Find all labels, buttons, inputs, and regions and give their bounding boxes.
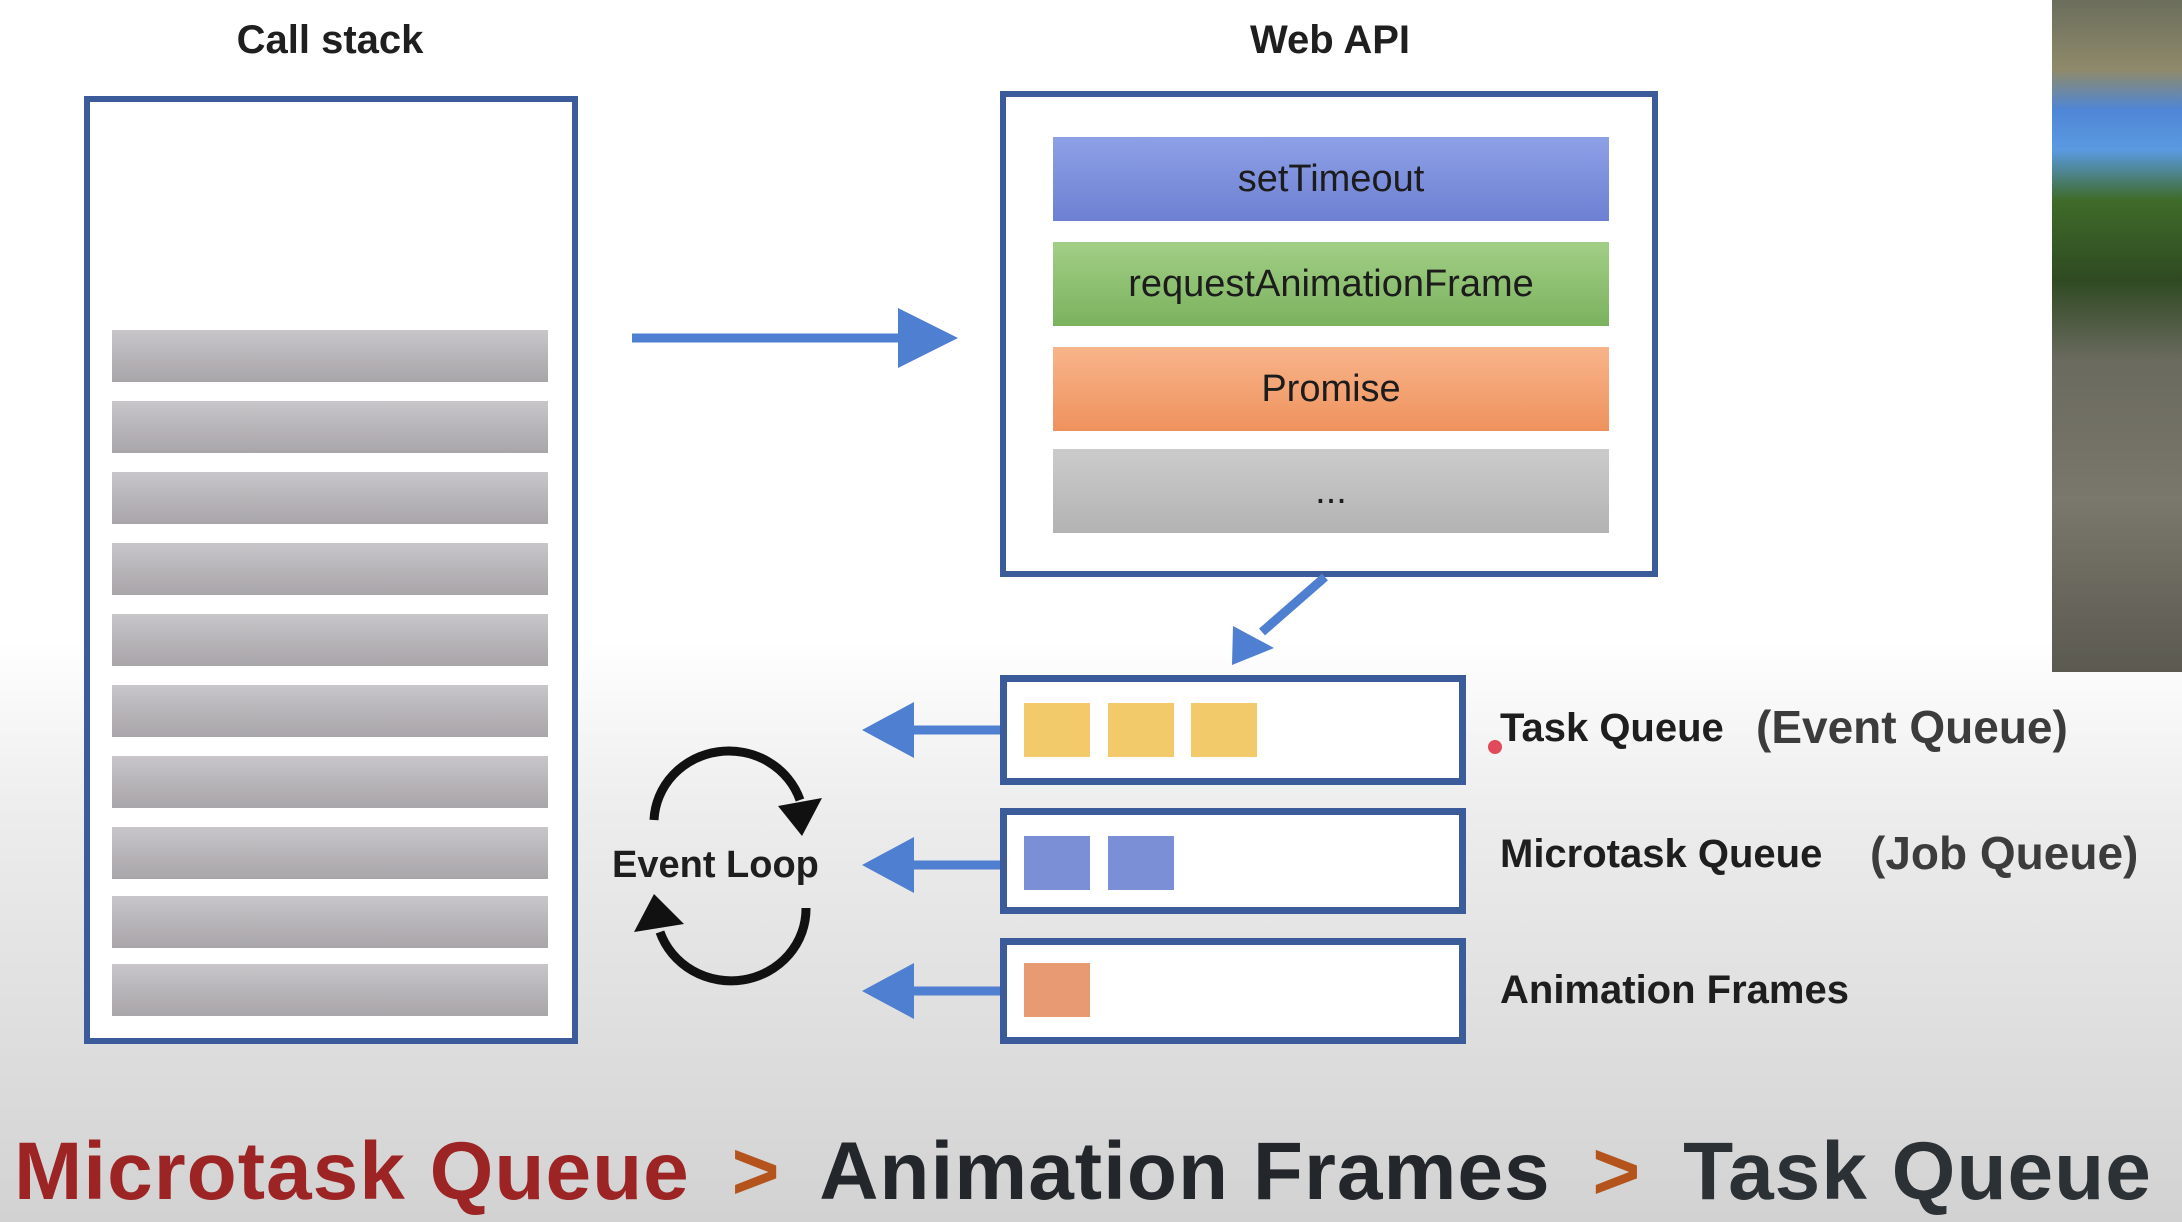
task-queue-item: [1191, 703, 1257, 757]
call-stack-frame: [112, 964, 548, 1016]
microtask-queue-label: Microtask Queue: [1500, 832, 1823, 876]
priority-separator-icon: >: [731, 1126, 781, 1217]
web-api-title: Web API: [1249, 18, 1411, 62]
call-stack-frame: [112, 756, 548, 808]
task-queue-label: Task Queue: [1500, 706, 1724, 750]
arrow-from-animation-frames-icon: [862, 963, 1000, 1019]
arrow-from-microtask-queue-icon: [862, 837, 1000, 893]
microtask-queue-item: [1024, 836, 1090, 890]
priority-line: Microtask Queue > Animation Frames > Tas…: [14, 1125, 2152, 1219]
event-loop-label: Event Loop: [612, 844, 819, 886]
web-api-item-settimeout: setTimeout: [1053, 137, 1609, 221]
priority-separator-icon: >: [1592, 1126, 1642, 1217]
web-api-item-requestanimationframe: requestAnimationFrame: [1053, 242, 1609, 326]
priority-task-queue: Task Queue: [1683, 1126, 2152, 1217]
web-api-item-more: ...: [1053, 449, 1609, 533]
web-api-item-promise: Promise: [1053, 347, 1609, 431]
call-stack-frame: [112, 472, 548, 524]
arrow-to-task-queue-icon: [1232, 573, 1328, 665]
cursor-dot-icon: [1488, 740, 1502, 754]
arrow-to-web-api-icon: [632, 308, 958, 368]
call-stack-title: Call stack: [236, 18, 424, 62]
call-stack-frame: [112, 401, 548, 453]
animation-frames-label: Animation Frames: [1500, 968, 1849, 1012]
priority-animation-frames: Animation Frames: [819, 1126, 1551, 1217]
microtask-queue-item: [1108, 836, 1174, 890]
side-video-thumbnail: [2052, 0, 2182, 672]
call-stack-frame: [112, 614, 548, 666]
call-stack-frame: [112, 330, 548, 382]
call-stack-frame: [112, 827, 548, 879]
call-stack-frame: [112, 685, 548, 737]
task-queue-item: [1108, 703, 1174, 757]
event-loop-cycle-icon: [634, 746, 822, 986]
microtask-queue-alias: (Job Queue): [1870, 827, 2139, 879]
call-stack-frame: [112, 896, 548, 948]
task-queue-item: [1024, 703, 1090, 757]
call-stack-frame: [112, 543, 548, 595]
arrow-from-task-queue-icon: [862, 702, 1000, 758]
priority-microtask-queue: Microtask Queue: [14, 1126, 690, 1217]
task-queue-alias: (Event Queue): [1756, 701, 2068, 753]
animation-frames-item: [1024, 963, 1090, 1017]
